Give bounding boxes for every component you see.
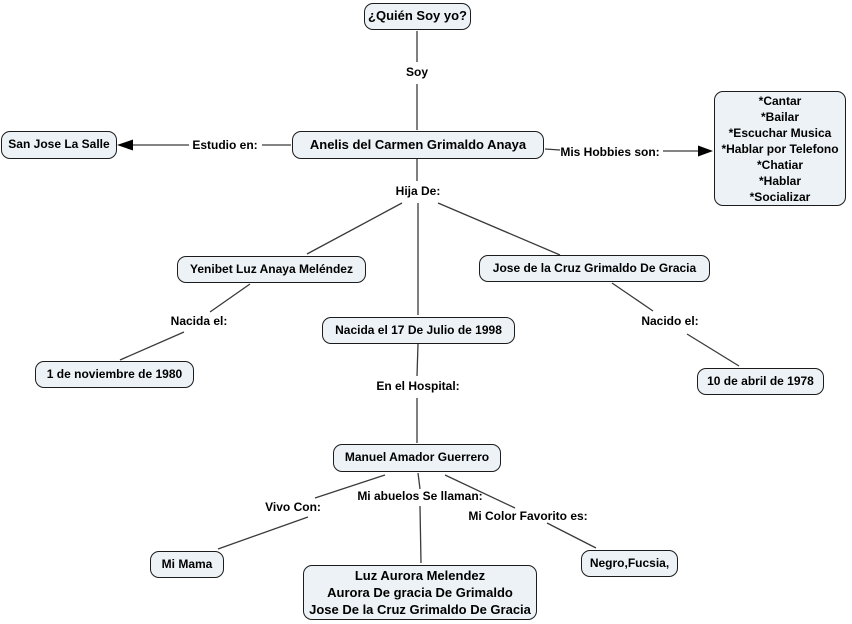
edge-label-nacida[interactable]: Nacida el: — [170, 314, 228, 328]
edge-label-soy[interactable]: Soy — [405, 65, 429, 79]
hobby-item: *Hablar por Telefono — [721, 141, 839, 156]
hobby-item: *Escuchar Musica — [728, 125, 832, 140]
node-school[interactable]: San Jose La Salle — [1, 131, 117, 159]
grandparent-item: Luz Aurora Melendez — [354, 568, 486, 583]
connector-hospital-colorlabel — [444, 474, 516, 509]
node-favorite-color[interactable]: Negro,Fucsia, — [581, 550, 678, 577]
node-person-label: Anelis del Carmen Grimaldo Anaya — [309, 136, 527, 152]
node-mother-label: Yenibet Luz Anaya Meléndez — [190, 261, 353, 276]
node-hobbies[interactable]: *Cantar *Bailar *Escuchar Musica *Hablar… — [714, 91, 846, 206]
node-hospital-label: Manuel Amador Guerrero — [344, 450, 490, 465]
grandparent-item: Aurora De gracia De Grimaldo — [327, 585, 513, 600]
connector-nacida-motherbirth — [119, 331, 185, 361]
arrowhead-right-icon — [698, 145, 713, 157]
node-question[interactable]: ¿Quién Soy yo? — [364, 3, 471, 30]
edge-label-estudio[interactable]: Estudio en: — [192, 138, 258, 152]
connector-hospital-abuelos — [417, 472, 421, 490]
hobby-item: *Socializar — [749, 189, 811, 204]
node-mother-birth-label: 1 de noviembre de 1980 — [46, 366, 183, 381]
connector-nacido-fatherbirth — [686, 333, 740, 367]
connector-colorlabel-favoritecolor — [546, 522, 597, 549]
node-birth[interactable]: Nacida el 17 De Julio de 1998 — [322, 317, 515, 344]
edge-label-nacido[interactable]: Nacido el: — [641, 314, 699, 328]
node-mother[interactable]: Yenibet Luz Anaya Meléndez — [177, 256, 366, 283]
node-grandparents[interactable]: Luz Aurora Melendez Aurora De gracia De … — [303, 565, 537, 620]
node-father[interactable]: Jose de la Cruz Grimaldo De Gracia — [479, 255, 710, 282]
node-hospital[interactable]: Manuel Amador Guerrero — [333, 444, 501, 472]
grandparent-item: Jose De la Cruz Grimaldo De Gracia — [309, 602, 531, 617]
node-birth-label: Nacida el 17 De Julio de 1998 — [335, 322, 502, 337]
node-mother-birth[interactable]: 1 de noviembre de 1980 — [35, 361, 194, 388]
node-father-birth[interactable]: 10 de abril de 1978 — [697, 368, 824, 395]
node-mama[interactable]: Mi Mama — [150, 551, 224, 578]
connector-abuelos-grandparents — [419, 505, 422, 564]
edge-label-hobbies[interactable]: Mis Hobbies son: — [560, 145, 660, 159]
edge-label-hija[interactable]: Hija De: — [395, 184, 441, 198]
connector-person-hobbieslabel — [544, 148, 561, 151]
connector-hija-mother — [306, 202, 403, 255]
edge-label-color[interactable]: Mi Color Favorito es: — [468, 509, 588, 523]
edge-label-abuelos[interactable]: Mi abuelos Se llaman: — [357, 489, 483, 503]
node-school-label: San Jose La Salle — [8, 137, 110, 152]
edge-label-vivo[interactable]: Vivo Con: — [265, 500, 321, 514]
connector-hija-father — [437, 202, 561, 256]
connector-birth-hospitallabel — [416, 343, 419, 377]
connector-hospital-vivo — [314, 474, 386, 499]
node-father-label: Jose de la Cruz Grimaldo De Gracia — [492, 260, 697, 275]
hobby-item: *Hablar — [758, 173, 802, 188]
connector-vivo-mama — [217, 516, 309, 550]
edge-label-hospital[interactable]: En el Hospital: — [376, 379, 460, 393]
hobby-item: *Bailar — [760, 109, 800, 124]
hobby-item: *Cantar — [758, 93, 802, 108]
node-favorite-color-label: Negro,Fucsia, — [589, 555, 670, 570]
node-mama-label: Mi Mama — [161, 556, 213, 571]
hobby-item: *Chatiar — [756, 157, 803, 172]
arrowhead-left-icon — [117, 139, 133, 151]
node-question-label: ¿Quién Soy yo? — [368, 8, 467, 24]
connector-father-nacido — [611, 282, 654, 312]
connector-mother-nacida — [209, 283, 251, 313]
node-father-birth-label: 10 de abril de 1978 — [707, 373, 814, 388]
node-person[interactable]: Anelis del Carmen Grimaldo Anaya — [292, 131, 544, 159]
